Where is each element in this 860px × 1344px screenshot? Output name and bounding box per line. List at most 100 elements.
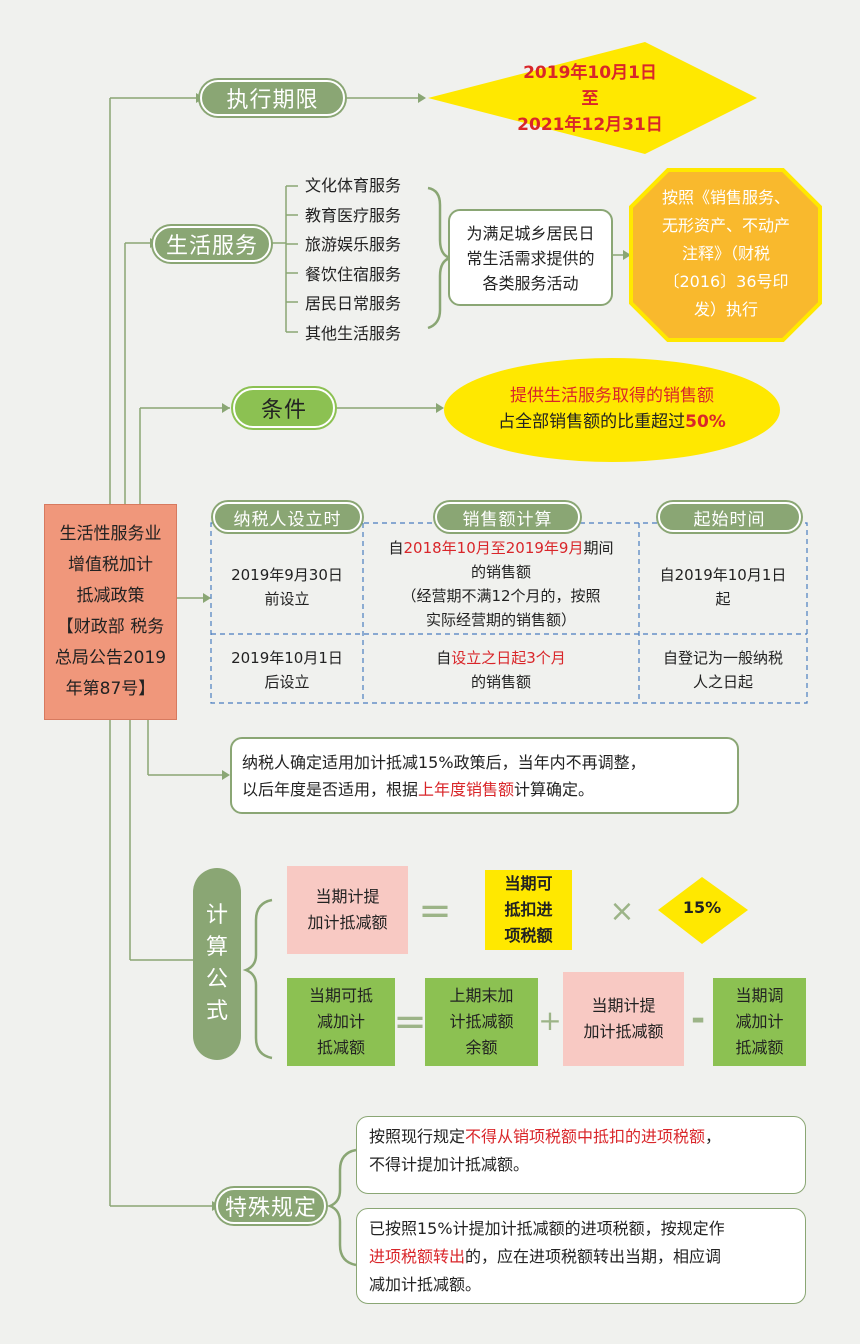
life-service-label: 生活服务: [153, 226, 271, 262]
formula-char: 计: [205, 903, 228, 928]
cell-red: 设立之日起3个月: [451, 648, 566, 667]
fbox-line: 计抵减额: [449, 1012, 514, 1031]
formula2-left: 当期可抵 减加计 抵减额: [287, 978, 395, 1066]
desc-line: 各类服务活动: [482, 274, 579, 293]
table-header-start: 起始时间: [658, 502, 801, 532]
cell-line: 实际经营期的销售额）: [425, 611, 576, 629]
service-description: 为满足城乡居民日 常生活需求提供的 各类服务活动: [448, 209, 613, 306]
fbox-line: 当期可: [504, 874, 553, 893]
fbox-line: 上期末加: [449, 986, 514, 1005]
formula1-times: ×: [609, 893, 635, 929]
special-rule-2: 已按照15%计提加计抵减额的进项税额，按规定作 进项税额转出的，应在进项税额转出…: [356, 1208, 806, 1304]
formula2-current-reduction: 当期调 减加计 抵减额: [713, 978, 806, 1066]
rule2-line-2: 进项税额转出的，应在进项税额转出当期，相应调: [369, 1243, 793, 1271]
cell-post: 期间: [583, 539, 614, 557]
rule2-line-3: 减加计抵减额。: [369, 1275, 482, 1294]
table-row1-start: 自2019年10月1日 起: [639, 540, 807, 634]
rule1-line-2: 不得计提加计抵减额。: [369, 1155, 530, 1174]
formula2-current-accrual: 当期计提 加计抵减额: [563, 972, 684, 1066]
basis-line: 〔2016〕36号印: [663, 272, 789, 291]
fbox-line: 抵扣进: [504, 900, 553, 919]
condition-label: 条件: [233, 388, 335, 428]
cell-line: （经营期不满12个月的，按照: [401, 587, 601, 605]
rule-post: 的，应在进项税额转出当期，相应调: [465, 1247, 722, 1266]
cell-line: 的销售额: [470, 563, 531, 581]
formula1-equals: =: [418, 888, 452, 934]
basis-line: 无形资产、不动产: [661, 216, 790, 235]
period-label: 执行期限: [200, 80, 345, 116]
condition-line-2: 占全部销售额的比重超过50%: [452, 409, 772, 435]
fbox-line: 抵减额: [316, 1038, 365, 1057]
note-line-1: 纳税人确定适用加计抵减15%政策后，当年内不再调整，: [242, 753, 646, 772]
table-row2-sales: 自设立之日起3个月 的销售额: [363, 636, 639, 703]
fbox-line: 抵减额: [735, 1038, 784, 1057]
cell-line: 2019年9月30日: [231, 566, 343, 584]
cell-line: 人之日起: [692, 672, 753, 691]
condition-text: 提供生活服务取得的销售额 占全部销售额的比重超过50%: [452, 383, 772, 435]
formula-char: 式: [205, 999, 228, 1024]
service-item: 餐饮住宿服务: [305, 264, 402, 284]
cell-red: 2018年10月至2019年9月: [403, 539, 584, 557]
fbox-line: 项税额: [504, 926, 553, 945]
note-post: 计算确定。: [514, 780, 595, 799]
condition-line-1: 提供生活服务取得的销售额: [510, 386, 714, 406]
policy-line-4: 【财政部 税务: [56, 617, 165, 637]
table-row2-established: 2019年10月1日 后设立: [211, 636, 363, 703]
rule2-line-1: 已按照15%计提加计抵减额的进项税额，按规定作: [369, 1219, 725, 1238]
formula1-rate: 15%: [682, 898, 722, 917]
formula2-plus: +: [538, 1003, 562, 1037]
service-item: 居民日常服务: [305, 294, 402, 313]
note-line-2: 以后年度是否适用，根据上年度销售额计算确定。: [242, 776, 727, 803]
policy-line-2: 增值税加计: [68, 555, 153, 575]
formula-char: 算: [205, 935, 228, 960]
rule-pre: 按照现行规定: [369, 1127, 466, 1146]
cell-line: 自2018年10月至2019年9月期间: [388, 536, 613, 560]
cell-pre: 自: [436, 648, 452, 667]
basis-text: 按照《销售服务、 无形资产、不动产 注释》（财税 〔2016〕36号印 发）执行: [636, 184, 816, 324]
fbox-line: 加计抵减额: [307, 913, 388, 932]
note-pre: 以后年度是否适用，根据: [242, 780, 419, 799]
formula2-prior-balance: 上期末加 计抵减额 余额: [425, 978, 538, 1066]
cell-line: 后设立: [264, 672, 310, 691]
policy-line-6: 年第87号】: [65, 679, 156, 699]
service-item: 其他生活服务: [305, 323, 402, 343]
period-end: 2021年12月31日: [517, 115, 663, 135]
annual-note: 纳税人确定适用加计抵减15%政策后，当年内不再调整， 以后年度是否适用，根据上年…: [230, 737, 739, 814]
formula1-deductible-input-tax: 当期可 抵扣进 项税额: [485, 870, 572, 950]
policy-line-3: 抵减政策: [76, 586, 145, 606]
table-row1-sales: 自2018年10月至2019年9月期间 的销售额 （经营期不满12个月的，按照 …: [363, 534, 639, 634]
basis-line: 注释》（财税: [681, 244, 770, 263]
period-diamond: [428, 42, 757, 154]
fbox-line: 当期计提: [591, 996, 656, 1015]
condition-pre: 占全部销售额的比重超过: [498, 412, 686, 432]
special-rule-1: 按照现行规定不得从销项税额中抵扣的进项税额， 不得计提加计抵减额。: [356, 1116, 806, 1194]
fbox-line: 加计抵减额: [583, 1022, 664, 1041]
formula2-minus: -: [690, 999, 706, 1039]
note-red: 上年度销售额: [418, 780, 515, 799]
cell-line: 自2019年10月1日: [659, 566, 787, 584]
period-start: 2019年10月1日: [523, 63, 657, 83]
fbox-line: 当期可抵: [308, 986, 373, 1005]
table-header-established: 纳税人设立时: [213, 502, 362, 532]
period-to: 至: [581, 89, 599, 109]
cell-line: 自登记为一般纳税: [662, 648, 783, 667]
rule1-line-1: 按照现行规定不得从销项税额中抵扣的进项税额，: [369, 1123, 793, 1151]
cell-line: 2019年10月1日: [231, 648, 343, 667]
rule-red: 进项税额转出: [369, 1247, 466, 1266]
condition-percent: 50%: [685, 412, 726, 432]
policy-main-box: 生活性服务业 增值税加计 抵减政策 【财政部 税务 总局公告2019 年第87号…: [44, 504, 177, 720]
service-item: 文化体育服务: [305, 176, 402, 195]
service-item: 教育医疗服务: [305, 205, 402, 225]
formula-char: 公: [205, 967, 228, 992]
special-rules-label: 特殊规定: [216, 1188, 326, 1224]
cell-line: 前设立: [264, 590, 310, 608]
policy-line-5: 总局公告2019: [54, 648, 167, 668]
period-dates: 2019年10月1日 至 2021年12月31日: [480, 60, 700, 140]
cell-pre: 自: [388, 539, 404, 557]
fbox-line: 减加计: [735, 1012, 784, 1031]
desc-line: 常生活需求提供的: [466, 249, 595, 268]
formula-label: 计 算 公 式: [193, 868, 241, 1060]
formula2-equals: =: [393, 999, 427, 1045]
fbox-line: 余额: [465, 1038, 498, 1057]
cell-line: 的销售额: [470, 672, 531, 691]
